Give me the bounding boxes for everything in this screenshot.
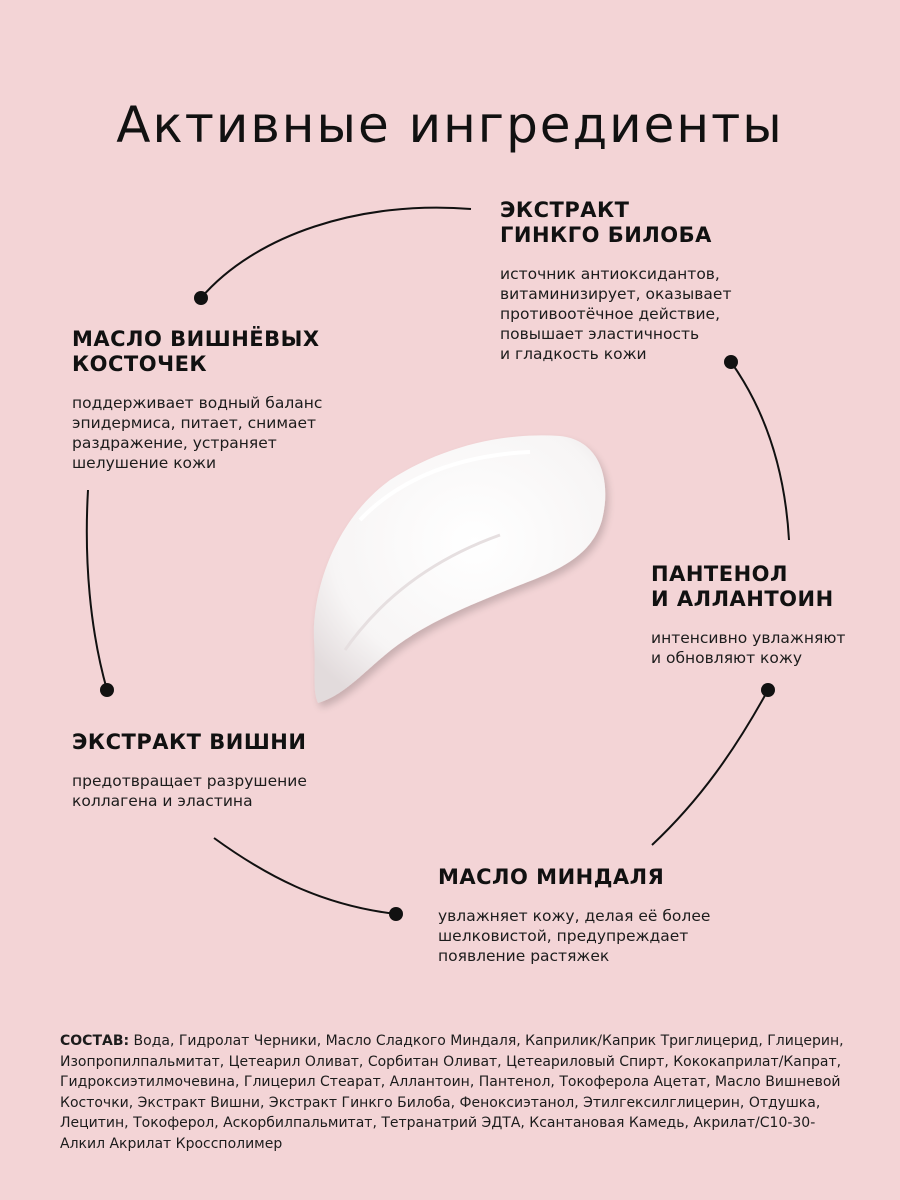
connector-dot	[761, 683, 775, 697]
ingredient-cherry-pit-oil-name: МАСЛО ВИШНЁВЫХ КОСТОЧЕК	[72, 327, 320, 376]
ingredient-cherry-pit-oil-description: поддерживает водный баланс эпидермиса, п…	[72, 394, 323, 472]
connector-dot	[100, 683, 114, 697]
ingredient-cherry-extract-name: ЭКСТРАКТ ВИШНИ	[72, 730, 307, 754]
ingredient-almond-oil: МАСЛО МИНДАЛЯ увлажняет кожу, делая её б…	[438, 865, 778, 966]
cream-swatch-image	[313, 435, 606, 703]
ingredient-ginkgo-description: источник антиоксидантов, витаминизирует,…	[500, 265, 732, 363]
ingredient-panthenol-allantoin-name: ПАНТЕНОЛ И АЛЛАНТОИН	[651, 562, 834, 611]
connector-arc-cherry	[213, 837, 397, 915]
page-title: Активные ингредиенты	[116, 95, 784, 154]
connector-arc-cherry-pit	[85, 489, 108, 691]
ingredient-panthenol-allantoin-description: интенсивно увлажняют и обновляют кожу	[651, 629, 846, 667]
ingredient-almond-oil-name: МАСЛО МИНДАЛЯ	[438, 865, 665, 889]
ingredient-almond-oil-description: увлажняет кожу, делая её более шелковист…	[438, 907, 711, 965]
ingredient-ginkgo: ЭКСТРАКТ ГИНКГО БИЛОБА источник антиокси…	[500, 198, 820, 364]
ingredient-ginkgo-name: ЭКСТРАКТ ГИНКГО БИЛОБА	[500, 198, 712, 247]
connector-dot	[194, 291, 208, 305]
connector-arc-almond	[651, 689, 769, 846]
connector-dot	[389, 907, 403, 921]
ingredient-cherry-extract: ЭКСТРАКТ ВИШНИ предотвращает разрушение …	[72, 730, 392, 811]
connector-dot	[724, 355, 738, 369]
connector-arc-panthenol	[730, 361, 790, 541]
composition-label: СОСТАВ:	[60, 1033, 130, 1049]
composition-list: СОСТАВ: Вода, Гидролат Черники, Масло Сл…	[60, 1031, 860, 1154]
ingredient-cherry-extract-description: предотвращает разрушение коллагена и эла…	[72, 772, 307, 810]
connector-arc-ginkgo	[200, 206, 472, 299]
ingredient-cherry-pit-oil: МАСЛО ВИШНЁВЫХ КОСТОЧЕК поддерживает вод…	[72, 327, 392, 473]
ingredient-panthenol-allantoin: ПАНТЕНОЛ И АЛЛАНТОИН интенсивно увлажняю…	[651, 562, 891, 668]
composition-text: Вода, Гидролат Черники, Масло Сладкого М…	[60, 1033, 844, 1152]
